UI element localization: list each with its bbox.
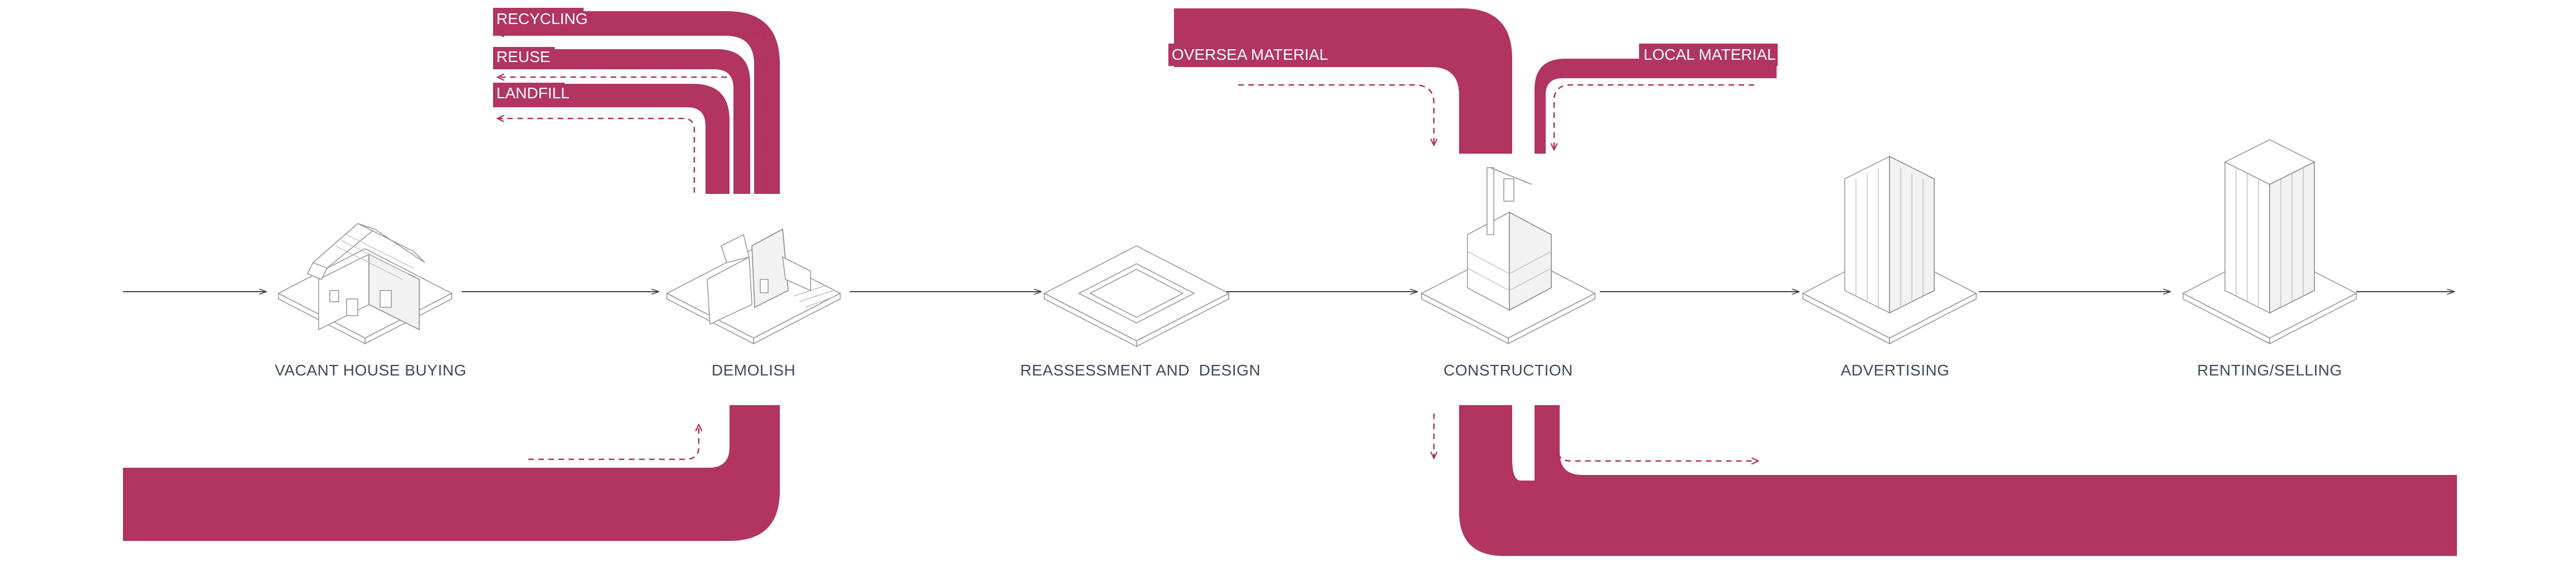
stage-label-vacant-house-buying: VACANT HOUSE BUYING (275, 362, 467, 379)
empty-site-icon (1043, 245, 1230, 348)
recycling-band (493, 11, 780, 194)
stage-label-demolish: DEMOLISH (712, 362, 795, 379)
finished-tower-icon (2182, 139, 2357, 345)
construction-output-band (1459, 405, 2457, 556)
tag-oversea-material: OVERSEA MATERIAL (1172, 46, 1328, 63)
stage-label-reassessment-and-design: REASSESSMENT AND DESIGN (1020, 362, 1261, 379)
dashed-flow-arrows (498, 34, 1758, 461)
demolish-input-band (123, 405, 780, 541)
tag-reuse: REUSE (496, 48, 550, 65)
stage-label-advertising: ADVERTISING (1841, 362, 1950, 379)
tag-recycling: RECYCLING (496, 10, 588, 27)
oversea-material-band (1174, 8, 1512, 154)
tag-landfill: LANDFILL (496, 84, 570, 102)
stage-label-construction: CONSTRUCTION (1443, 362, 1573, 379)
tower-icon (1802, 155, 1977, 345)
stage-labels: VACANT HOUSE BUYING DEMOLISH REASSESSMEN… (275, 362, 2342, 379)
local-material-band (1535, 59, 1777, 154)
demolished-house-icon (666, 228, 841, 345)
tag-local-material: LOCAL MATERIAL (1644, 46, 1776, 63)
construction-tower-icon (1420, 167, 1596, 345)
house-icon (277, 223, 453, 345)
flow-tags: RECYCLING REUSE LANDFILL OVERSEA MATERIA… (493, 8, 1778, 104)
material-flow-bands (123, 8, 2457, 556)
stage-label-renting-selling: RENTING/SELLING (2197, 362, 2342, 379)
